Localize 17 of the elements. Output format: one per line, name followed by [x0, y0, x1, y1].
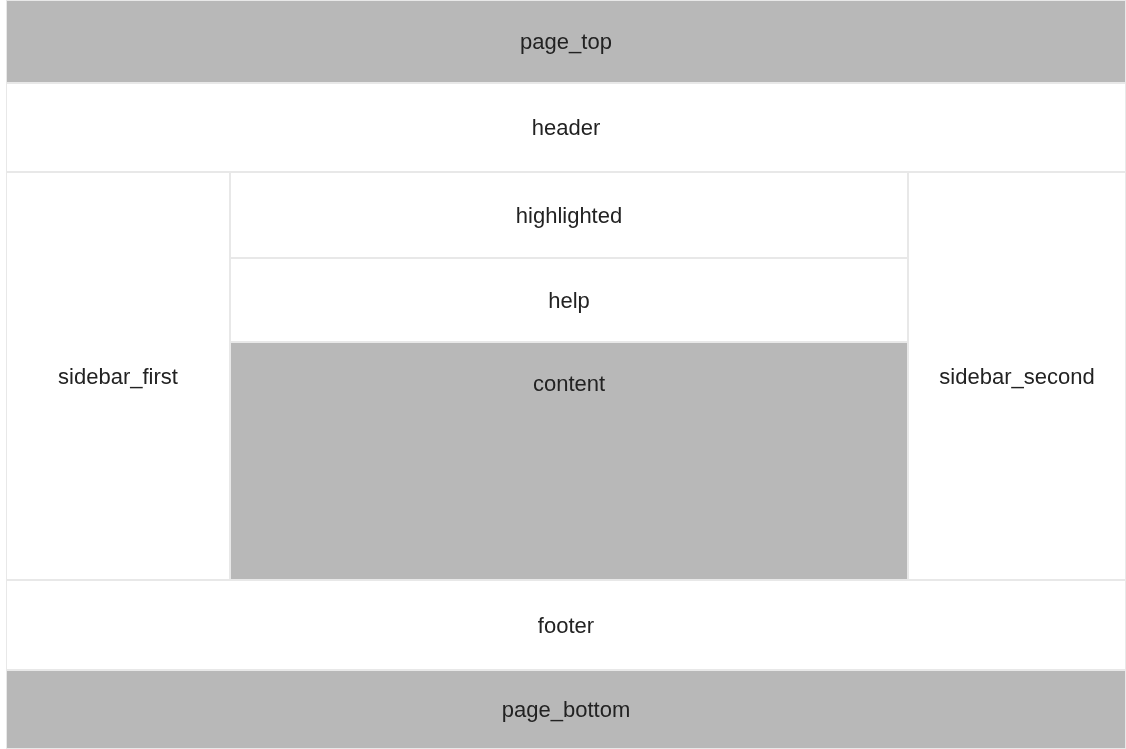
region-label: help [548, 286, 590, 315]
region-label: sidebar_second [939, 362, 1095, 391]
region-label: sidebar_first [58, 362, 178, 391]
filled-region [6, 0, 1126, 83]
layout-region [230, 258, 908, 342]
layout-region [6, 580, 1126, 670]
region-label: footer [537, 611, 595, 640]
region-label: page_top [520, 28, 612, 56]
filled-region [6, 670, 1126, 749]
layout-region [6, 172, 230, 580]
filled-region [230, 342, 908, 580]
region-label: content [532, 370, 606, 398]
region-label: page_bottom [501, 696, 631, 724]
region-label: header [531, 114, 601, 142]
layout-region [6, 83, 1126, 172]
region-label: highlighted [515, 201, 623, 230]
layout-region [908, 172, 1126, 580]
